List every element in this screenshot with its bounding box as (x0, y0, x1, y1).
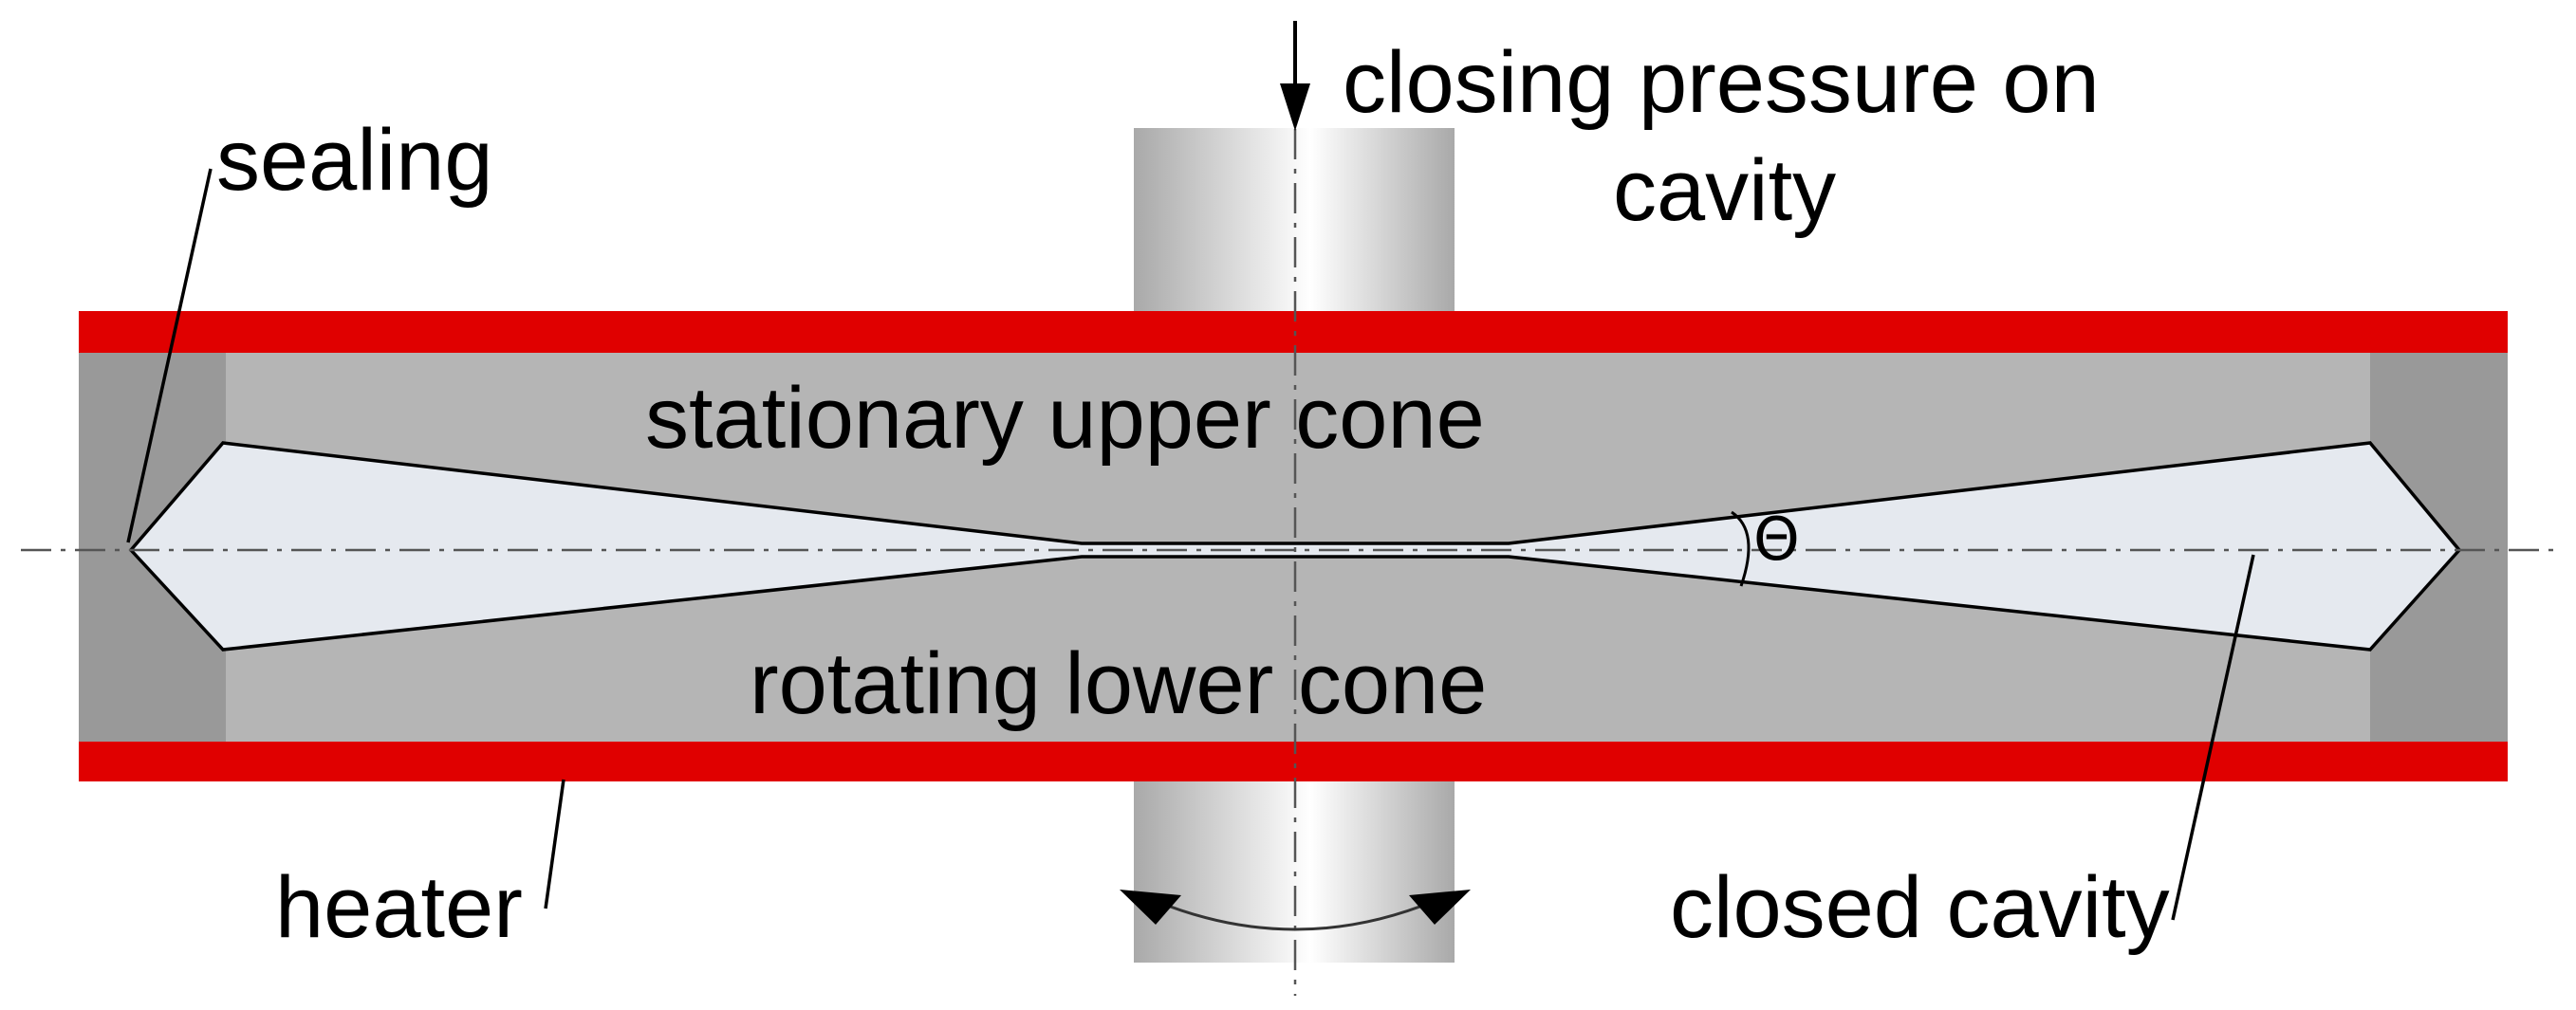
theta-label: Θ (1753, 505, 1800, 574)
lower-shaft (1134, 780, 1455, 963)
rotation-arc (1155, 899, 1436, 931)
lower-cone-label: rotating lower cone (750, 635, 1487, 732)
closed-cavity-leader-line (2171, 554, 2255, 921)
closed-cavity-shape (128, 441, 2462, 652)
heater-leader-line (544, 779, 565, 909)
pressure-arrow-head (1280, 83, 1310, 131)
rotation-arrow-right (1409, 890, 1471, 925)
sealing-label: sealing (216, 112, 493, 209)
closing-pressure-label-line2: cavity (1613, 142, 1836, 239)
rotation-arrow-left (1120, 890, 1181, 925)
sealing-leader-line (126, 168, 213, 543)
closing-pressure-label-line1: closing pressure on (1343, 34, 2100, 131)
theta-angle-arc (1731, 510, 1751, 587)
heater-top (79, 311, 2508, 353)
upper-cone-label: stationary upper cone (645, 370, 1485, 467)
heater-label: heater (275, 859, 523, 956)
heater-bottom (79, 742, 2508, 781)
closed-cavity-label: closed cavity (1670, 859, 2170, 956)
